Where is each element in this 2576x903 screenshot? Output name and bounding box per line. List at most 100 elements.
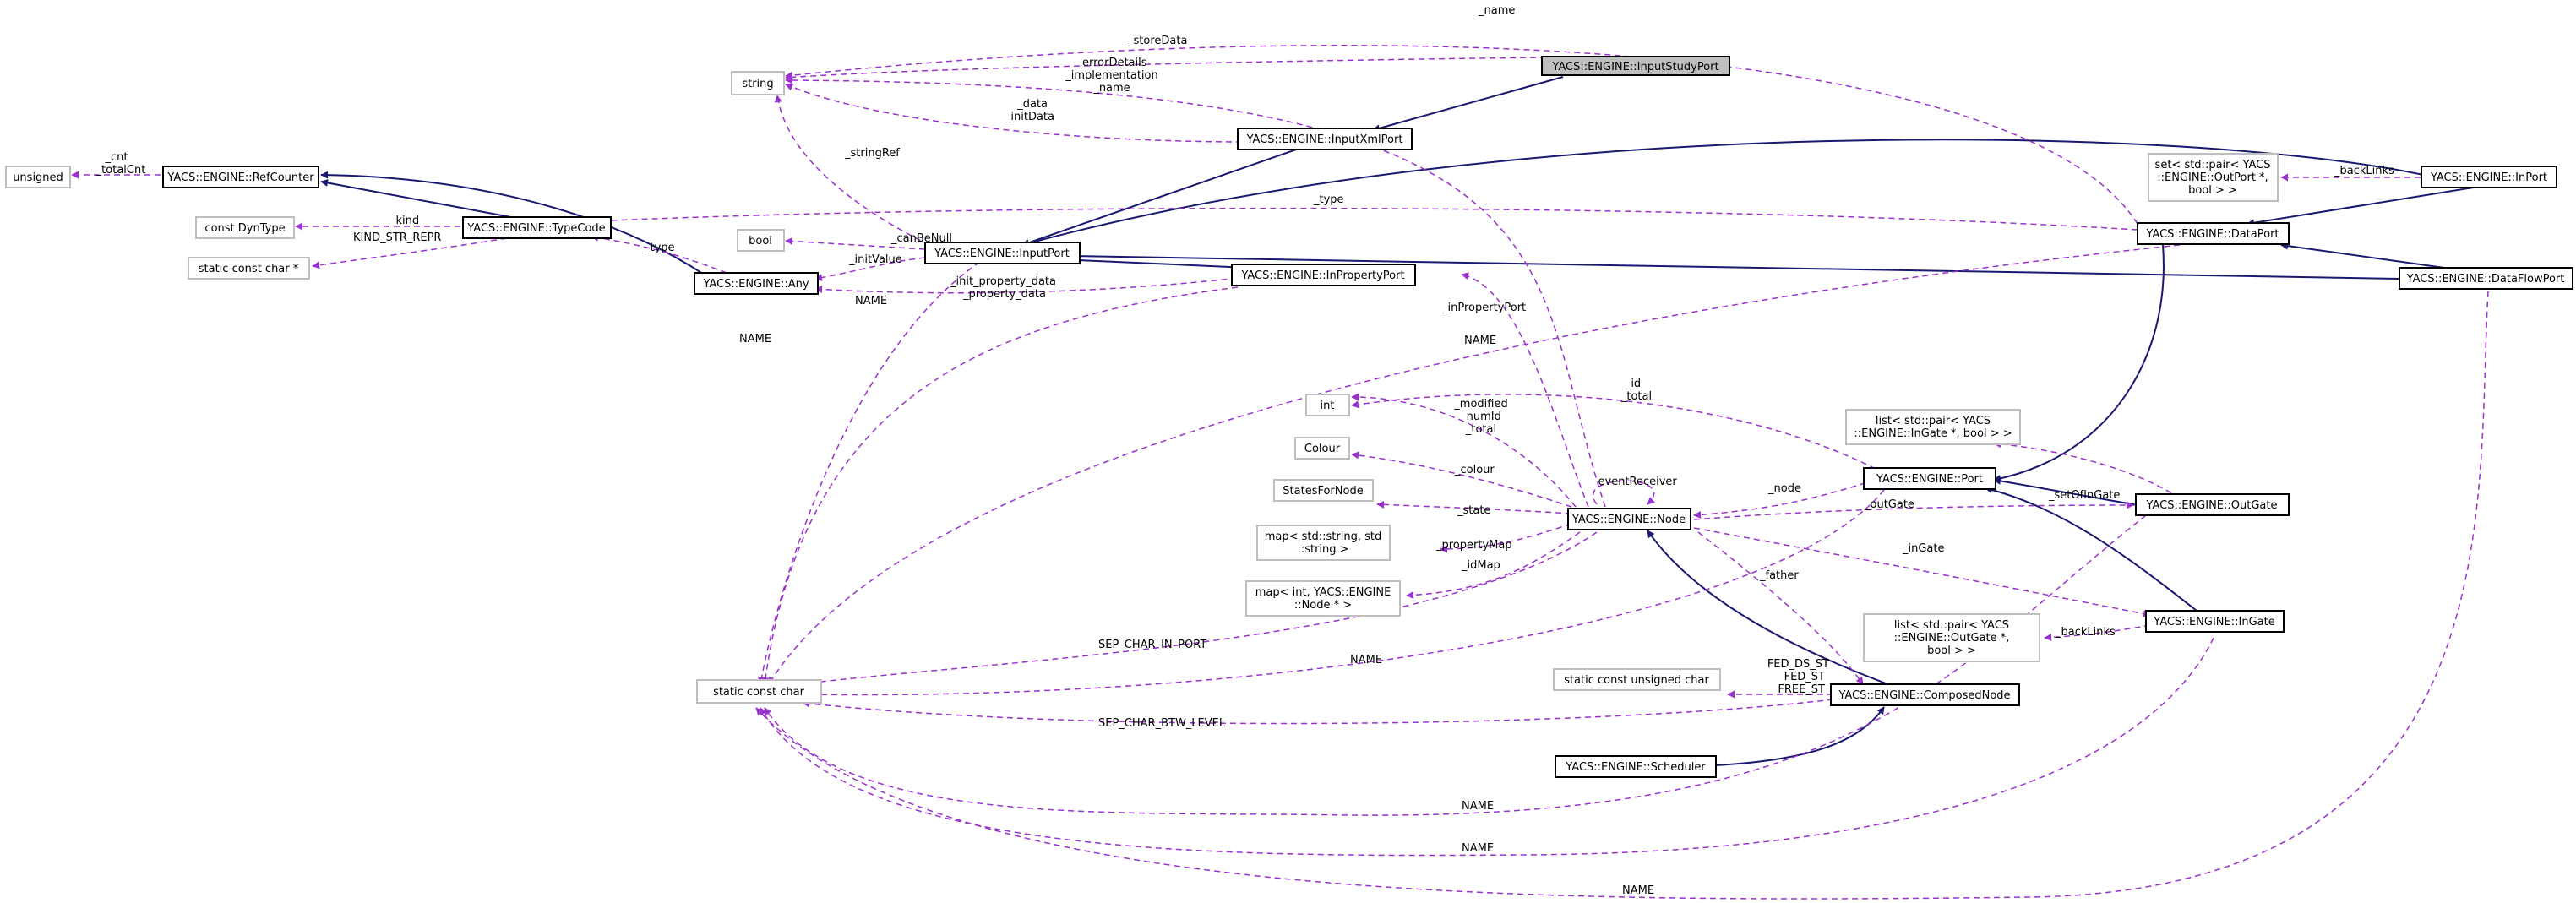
node-map-string[interactable]: map< std::string, std ::string > bbox=[1256, 525, 1391, 561]
svg-text:list< std::pair< YACS: list< std::pair< YACS bbox=[1876, 415, 1991, 427]
node-any[interactable]: YACS::ENGINE::Any bbox=[694, 272, 819, 295]
edge-node-colour bbox=[1351, 451, 1572, 508]
label-in-gate: _inGate bbox=[1902, 542, 1945, 555]
edge-ingate-staticchar bbox=[760, 637, 2214, 857]
node-input-port[interactable]: YACS::ENGINE::InputPort bbox=[924, 242, 1081, 264]
node-list-ingate[interactable]: list< std::pair< YACS ::ENGINE::InGate *… bbox=[1845, 409, 2021, 445]
svg-text:::ENGINE::OutGate *,: ::ENGINE::OutGate *, bbox=[1894, 632, 2010, 645]
edge-any-refcounter bbox=[320, 171, 706, 276]
label-free-st: FREE_ST bbox=[1778, 683, 1825, 696]
edge-node-ingate bbox=[1693, 527, 2151, 617]
label-total-id: _total bbox=[1620, 390, 1652, 403]
svg-text:static const char: static const char bbox=[713, 686, 805, 699]
node-const-dyntype[interactable]: const DynType bbox=[195, 216, 295, 239]
edge-inport-inputport bbox=[1021, 139, 2424, 248]
node-map-int-node[interactable]: map< int, YACS::ENGINE ::Node * > bbox=[1245, 580, 1401, 617]
node-static-const-char-ptr[interactable]: static const char * bbox=[188, 257, 310, 280]
label-name-any: NAME bbox=[855, 295, 887, 307]
svg-text:Colour: Colour bbox=[1304, 443, 1341, 455]
edge-inputport-bool bbox=[785, 237, 926, 250]
node-colour[interactable]: Colour bbox=[1294, 437, 1350, 460]
svg-text:bool: bool bbox=[749, 235, 772, 248]
svg-text:YACS::ENGINE::InGate: YACS::ENGINE::InGate bbox=[2153, 616, 2274, 628]
edge-dataflowport-staticchar bbox=[755, 291, 2489, 900]
edge-any-typecode bbox=[591, 233, 727, 274]
node-in-property-port[interactable]: YACS::ENGINE::InPropertyPort bbox=[1231, 264, 1416, 286]
node-unsigned[interactable]: unsigned bbox=[5, 166, 71, 188]
svg-text:::string >: ::string > bbox=[1297, 543, 1348, 556]
svg-text:string: string bbox=[742, 78, 773, 90]
edge-node-idmap bbox=[1406, 531, 1581, 600]
edge-inport-dataport bbox=[2247, 185, 2485, 227]
svg-text:map< std::string, std: map< std::string, std bbox=[1265, 530, 1382, 543]
node-bool[interactable]: bool bbox=[737, 229, 785, 252]
node-input-study-port[interactable]: YACS::ENGINE::InputStudyPort bbox=[1541, 56, 1730, 76]
node-composed-node[interactable]: YACS::ENGINE::ComposedNode bbox=[1830, 683, 2020, 706]
label-kind: _kind bbox=[389, 215, 419, 227]
svg-text:YACS::ENGINE::InputStudyPort: YACS::ENGINE::InputStudyPort bbox=[1551, 61, 1718, 73]
node-in-port[interactable]: YACS::ENGINE::InPort bbox=[2421, 166, 2557, 188]
label-name-dataflowport: NAME bbox=[1622, 884, 1654, 897]
edge-node-int bbox=[1351, 393, 1577, 508]
edge-port-int bbox=[1351, 394, 1876, 470]
label-set-of-in-gate: _setOfInGate bbox=[2048, 489, 2120, 502]
edge-dataport-staticchar bbox=[768, 244, 2181, 685]
svg-text:list< std::pair< YACS: list< std::pair< YACS bbox=[1894, 619, 2009, 632]
node-data-flow-port[interactable]: YACS::ENGINE::DataFlowPort bbox=[2399, 267, 2573, 290]
edge-typecode-staticcharptr bbox=[312, 237, 508, 269]
svg-text:bool > >: bool > > bbox=[2188, 184, 2237, 197]
label-in-property-port: _inPropertyPort bbox=[1441, 302, 1526, 314]
svg-text:YACS::ENGINE::DataPort: YACS::ENGINE::DataPort bbox=[2145, 228, 2279, 241]
svg-text:YACS::ENGINE::Any: YACS::ENGINE::Any bbox=[702, 278, 809, 291]
node-set-outport[interactable]: set< std::pair< YACS ::ENGINE::OutPort *… bbox=[2148, 153, 2279, 202]
node-scheduler[interactable]: YACS::ENGINE::Scheduler bbox=[1555, 755, 1717, 778]
edge-ingate-port bbox=[1985, 486, 2197, 612]
svg-text:YACS::ENGINE::RefCounter: YACS::ENGINE::RefCounter bbox=[166, 171, 314, 184]
edge-ingate-listingate bbox=[1993, 440, 2181, 499]
label-name-dataport: NAME bbox=[1464, 335, 1496, 347]
label-kind-str-repr: KIND_STR_REPR bbox=[353, 231, 441, 244]
label-back-links-ingate: _backLinks bbox=[2055, 626, 2116, 639]
label-error-details-2: _implementation bbox=[1065, 69, 1158, 82]
node-static-const-unsigned-char[interactable]: static const unsigned char bbox=[1553, 668, 1721, 691]
node-static-const-char[interactable]: static const char bbox=[696, 679, 822, 704]
node-node[interactable]: YACS::ENGINE::Node bbox=[1567, 508, 1691, 530]
node-data-port[interactable]: YACS::ENGINE::DataPort bbox=[2137, 222, 2290, 245]
node-in-gate[interactable]: YACS::ENGINE::InGate bbox=[2145, 610, 2285, 633]
edge-inputxmlport-inputport bbox=[1021, 147, 1302, 247]
label-fed-ds-st: FED_DS_ST bbox=[1767, 658, 1829, 671]
edge-composednode-node bbox=[1647, 530, 1893, 687]
node-input-xml-port[interactable]: YACS::ENGINE::InputXmlPort bbox=[1237, 128, 1413, 150]
label-init-data: _initData bbox=[1005, 111, 1054, 123]
svg-text:::Node * >: ::Node * > bbox=[1294, 599, 1352, 612]
svg-text:static const unsigned char: static const unsigned char bbox=[1564, 674, 1709, 687]
label-back-links-inport: _backLinks bbox=[2334, 165, 2394, 177]
edge-node-states bbox=[1376, 500, 1572, 514]
svg-text:YACS::ENGINE::InPort: YACS::ENGINE::InPort bbox=[2430, 171, 2547, 184]
svg-text:YACS::ENGINE::Port: YACS::ENGINE::Port bbox=[1876, 473, 1983, 486]
node-states-for-node[interactable]: StatesForNode bbox=[1273, 479, 1374, 502]
node-string[interactable]: string bbox=[731, 71, 785, 95]
edge-dataflowport-inputport bbox=[1021, 251, 2400, 280]
node-out-gate[interactable]: YACS::ENGINE::OutGate bbox=[2135, 493, 2290, 516]
label-name-inputport: NAME bbox=[739, 333, 771, 345]
node-list-outgate[interactable]: list< std::pair< YACS ::ENGINE::OutGate … bbox=[1863, 613, 2040, 662]
label-event-receiver: _eventReceiver bbox=[1592, 476, 1677, 488]
node-type-code[interactable]: YACS::ENGINE::TypeCode bbox=[462, 216, 612, 239]
svg-text:YACS::ENGINE::Node: YACS::ENGINE::Node bbox=[1571, 514, 1686, 526]
label-father: _father bbox=[1759, 569, 1799, 582]
edge-inputport-staticchar bbox=[758, 261, 981, 685]
edge-composed-staticchar bbox=[802, 699, 1834, 725]
svg-text:YACS::ENGINE::ComposedNode: YACS::ENGINE::ComposedNode bbox=[1838, 689, 2010, 702]
label-state: _state bbox=[1457, 504, 1490, 517]
label-total-cnt: _totalCnt bbox=[95, 164, 146, 177]
label-id: _id bbox=[1625, 378, 1641, 390]
node-int[interactable]: int bbox=[1305, 394, 1350, 416]
label-out-gate: _outGate bbox=[1864, 498, 1914, 511]
node-port[interactable]: YACS::ENGINE::Port bbox=[1863, 467, 1996, 490]
edge-inputstudyport-inputxmlport bbox=[1372, 76, 1564, 133]
svg-text:YACS::ENGINE::InPropertyPort: YACS::ENGINE::InPropertyPort bbox=[1240, 269, 1404, 282]
label-num-id: _numId bbox=[1460, 411, 1501, 423]
label-fed-st: FED_ST bbox=[1784, 671, 1825, 683]
node-ref-counter[interactable]: YACS::ENGINE::RefCounter bbox=[162, 166, 319, 188]
